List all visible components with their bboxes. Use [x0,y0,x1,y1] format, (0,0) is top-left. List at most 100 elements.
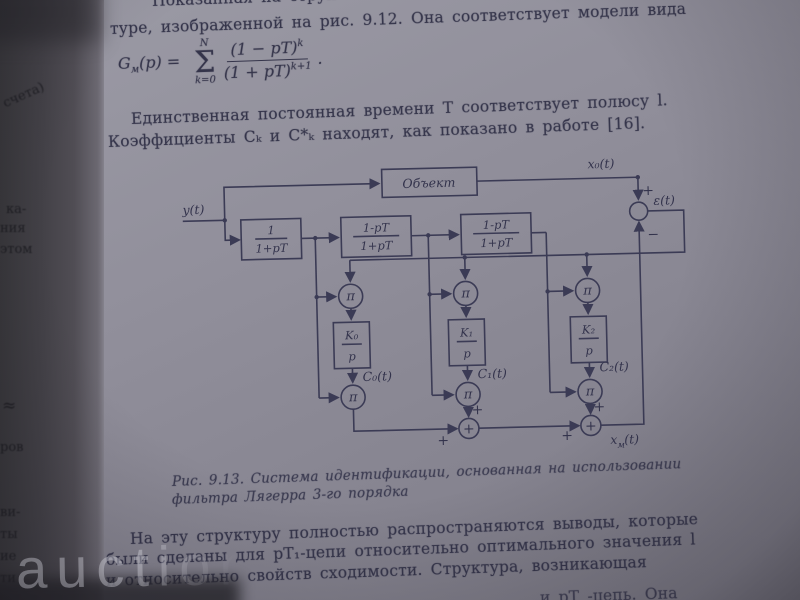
filter2-fraction-bar [353,234,400,238]
left-page-fragment: ка- [6,202,27,217]
error-to-mult3 [581,254,593,278]
comparator-plus-sign: + [642,183,654,199]
tap2-to-mult5 [432,389,455,401]
pi-symbol: π [585,384,595,399]
filter1-block [239,217,303,261]
multiplier-circle [574,277,601,304]
corner-shadow-bottom [0,578,240,600]
laguerre-identification-diagram: Объект 1 1+pT 1-pT 1+pT 1-pT 1+pT K₀ p K… [181,156,686,451]
wire-to-filter1 [223,220,241,246]
tap2-to-mult2 [429,288,453,300]
adder1-circle [458,417,480,440]
left-page-fragment: ие [0,549,17,564]
filter3-numerator: 1-pT [483,217,511,232]
left-page-fragment: ви- [0,505,21,520]
pi-symbol: π [348,390,358,405]
coefficient2-label: C₂(t) [599,358,629,374]
adder2-plus: + [585,418,597,434]
adder2-top-plus: + [593,399,605,415]
filter1-output-wire [301,232,340,244]
adder1-plus: + [463,421,475,437]
junction-dot [314,294,319,300]
adder1-input-plus: + [437,433,449,449]
error-feedback-wire [349,209,686,262]
summation-symbol: N Σ k=0 [193,37,217,87]
multiplier-circle [337,283,364,310]
coefficient1-label: C₁(t) [477,365,507,381]
filter2-numerator: 1-pT [363,220,391,235]
object-block [380,166,479,199]
left-page-fragment: этом [0,242,33,257]
left-page-fragment: ты [0,527,18,542]
adder1-top-plus: + [471,402,483,418]
gain2-numerator: K₂ [581,322,596,336]
error-to-mult2 [459,257,471,281]
book-page [104,0,800,600]
mult4-to-adder1 [352,409,459,435]
pi-symbol: π [345,289,355,304]
gain0-numerator: K₀ [344,328,359,342]
adder2-input-plus: + [561,428,573,444]
formula-lhs: Gм(p) = [117,52,181,77]
junction-dot [462,255,467,260]
adjacent-page-shadow [0,0,106,600]
formula-fraction: (1 − pT)k (1 + pT)k+1 [223,37,312,83]
comparator-minus-sign: − [647,227,659,243]
left-page-fragment: ров [0,440,24,455]
coefficient0-label: C₀(t) [362,368,392,384]
corner-shadow-top [0,0,100,42]
filter2-block [339,214,413,259]
model-output-subscript: м [617,441,625,451]
gain1-numerator: K₁ [459,325,474,339]
gain2-denominator: p [585,343,593,357]
model-transfer-function-formula: Gм(p) = N Σ k=0 (1 − pT)k (1 + pT)k+1 . [117,37,323,87]
tap3-vertical [545,232,551,393]
multiplier-circle [452,280,479,307]
filter3-denominator: 1+pT [480,235,514,250]
model-output-label: x [610,432,617,447]
gain1-block [447,318,487,367]
auction-watermark: auction [15,532,261,600]
model-output-feedback-wire [600,220,645,426]
multiplier-circle [340,384,366,411]
pi-symbol: π [460,286,470,301]
pi-symbol: π [582,283,592,298]
wire-to-object [223,178,381,221]
filter1-denominator: 1+pT [255,241,289,256]
junction-dot [313,235,318,241]
tap3-to-mult6 [550,386,577,398]
gain2-block [569,315,609,364]
filter2-denominator: 1+pT [360,238,394,253]
tap1-vertical [314,238,320,399]
gain0-block [332,320,372,370]
left-page-fragment: ния [0,221,26,236]
error-signal-label: ε(t) [653,192,675,208]
left-page-fragment: ≈ [2,396,17,416]
input-signal-label: y(t) [181,202,204,218]
object-output-label: x₀(t) [587,156,614,172]
junction-dot [427,292,432,297]
comparator-circle [628,201,649,221]
junction-dot [545,289,550,294]
junction-dot [222,218,227,223]
object-output-wire [476,176,644,201]
junction-dot [584,252,589,257]
tap3-to-mult3 [547,285,575,297]
multiplier-circle [455,381,481,408]
adder2-circle [580,414,602,437]
pi-symbol: π [463,387,473,402]
model-output-paren: (t) [624,431,639,446]
junction-dot [635,175,641,180]
gain1-denominator: p [463,346,471,360]
junction-dot [425,233,431,238]
error-to-mult1 [344,260,356,283]
filter1-fraction-bar [255,237,288,240]
gain0-denominator: p [348,349,356,363]
adder1-to-adder2 [478,420,581,432]
object-block-label: Объект [402,175,455,191]
filter2-output-wire [411,229,460,241]
filter3-block [459,212,533,256]
tap2-vertical [427,235,433,396]
filter1-numerator: 1 [267,223,275,237]
